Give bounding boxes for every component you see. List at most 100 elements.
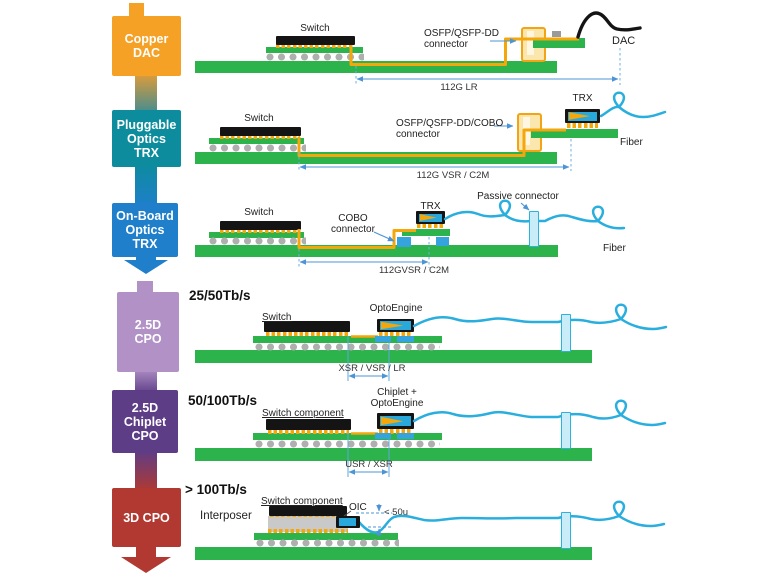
row5-switch-pins	[268, 429, 349, 434]
row2-trx-label: TRX	[572, 93, 593, 104]
row2-trx-pins	[567, 123, 598, 128]
row1-dac-plug-pcb	[533, 38, 585, 48]
row6-rate-label: > 100Tb/s	[185, 482, 247, 497]
row3-copper-trace	[297, 229, 416, 249]
flow-tab-top	[129, 3, 144, 19]
row5-engine-pad-right	[397, 433, 414, 439]
row1-switch-label: Switch	[300, 23, 330, 34]
row4-passive-connector	[561, 314, 571, 352]
row2-switch-pins	[220, 135, 300, 139]
row3-trx-pins	[417, 223, 444, 228]
row2-switch-substrate	[209, 138, 304, 144]
row6-oic-leader	[343, 510, 352, 517]
row2-link-label: 112G VSR / C2M	[416, 170, 490, 181]
row3-cobo-leader	[373, 231, 395, 242]
row2-bga-balls	[209, 144, 306, 152]
row3-switch-label: Switch	[244, 207, 274, 218]
flow-band-3	[135, 368, 157, 394]
row6-oic-module	[336, 516, 360, 528]
stage-copper-dac: Copper DAC	[112, 16, 181, 76]
row3-switch-pins	[220, 229, 300, 233]
stage-pluggable-optics-trx: Pluggable Optics TRX	[112, 110, 181, 167]
flow-arrow-blue-head	[124, 260, 168, 274]
row2-copper-trace	[297, 128, 566, 157]
row6-interposer-label: Interposer	[200, 510, 252, 522]
row4-switch-chip	[264, 321, 350, 332]
stage-copper-dac-label: Copper DAC	[124, 32, 169, 60]
flow-arrow-red-head	[121, 557, 171, 573]
stage-pluggable-label: Pluggable Optics TRX	[116, 117, 177, 160]
row3-passive-leader	[520, 202, 530, 211]
row3-passive-label: Passive connector	[477, 191, 559, 202]
row4-engine-pad-left	[375, 336, 391, 342]
row6-oic-die	[339, 518, 356, 526]
row4-switch-label: Switch	[262, 312, 292, 323]
row1-plug-component	[552, 31, 561, 37]
row1-bga-balls	[266, 53, 364, 61]
row2-trx-wedge	[569, 112, 590, 120]
row4-fiber	[412, 303, 668, 331]
row3-trx-module	[416, 211, 445, 224]
row3-trx-substrate	[402, 229, 450, 236]
row5-passive-connector	[561, 412, 571, 449]
flow-band-1	[135, 74, 157, 114]
row5-switch-label: Switch component	[262, 408, 344, 419]
row1-switch-chip	[276, 36, 355, 45]
row6-oic-label: OIC	[349, 502, 367, 513]
stage-onboard-optics-trx: On-Board Optics TRX	[112, 203, 178, 257]
row4-link-label: XSR / VSR / LR	[338, 363, 406, 374]
row1-switch-substrate	[266, 47, 363, 53]
stage-cpo-3d-label: 3D CPO	[123, 510, 170, 525]
row2-fiber	[599, 91, 667, 119]
row5-fiber	[412, 399, 667, 427]
row5-engine-pins	[379, 429, 412, 434]
row3-link-label: 112GVSR / C2M	[378, 265, 450, 276]
row5-rate-label: 50/100Tb/s	[188, 393, 258, 408]
row4-engine-pad-right	[397, 336, 414, 342]
row1-dac-label: DAC	[612, 35, 636, 47]
row4-engine-label: OptoEngine	[369, 303, 423, 314]
row5-link-label: USR / XSR	[345, 459, 393, 470]
stage-cpo-25d-chiplet: 2.5D Chiplet CPO	[112, 390, 178, 453]
row1-switch-pins	[276, 44, 354, 48]
flow-band-4	[135, 450, 157, 492]
row2-trx-die	[568, 111, 597, 121]
row3-main-board	[195, 245, 558, 257]
row5-switch-chip	[266, 419, 351, 430]
row4-optoengine-module	[377, 319, 414, 332]
row5-chiplet-module	[377, 413, 414, 429]
flow-arrow-red-shaft	[136, 545, 156, 558]
row3-fiber-label: Fiber	[603, 243, 626, 254]
row2-connector-label: OSFP/QSFP-DD/COBO connector	[396, 118, 504, 140]
row1-connector-label: OSFP/QSFP-DD connector	[424, 28, 500, 50]
row4-engine-pins	[379, 331, 412, 336]
flow-band-2	[135, 160, 157, 208]
row6-interposer-bottom-pads	[268, 529, 348, 533]
row4-optoengine-die	[380, 321, 411, 330]
row3-trx-die	[419, 213, 442, 222]
row1-dac-cable	[576, 11, 642, 39]
row6-bga-balls	[256, 539, 399, 547]
row6-switch-chip	[269, 506, 347, 516]
row6-substrate	[254, 533, 398, 540]
row2-switch-chip	[220, 127, 301, 136]
row3-module-support	[436, 237, 449, 246]
row2-fiber-label: Fiber	[620, 137, 643, 148]
row3-switch-substrate	[209, 232, 304, 238]
row5-engine-label: Chiplet + OptoEngine	[370, 387, 424, 409]
row5-main-board	[195, 448, 592, 461]
row3-cobo-label: COBO connector	[331, 213, 375, 235]
flow-tab-mid	[137, 281, 153, 294]
stage-onboard-label: On-Board Optics TRX	[116, 209, 174, 251]
row2-trx-module	[565, 109, 600, 123]
stage-chiplet-label: 2.5D Chiplet CPO	[123, 400, 167, 443]
row1-copper-trace	[349, 37, 579, 66]
stage-cpo-25d: 2.5D CPO	[117, 292, 179, 372]
stage-cpo-25d-label: 2.5D CPO	[134, 318, 162, 346]
row5-engine-pad-left	[375, 433, 391, 439]
row4-rate-label: 25/50Tb/s	[189, 288, 251, 303]
row1-osfp-connector-slot	[527, 31, 534, 55]
row6-main-board	[195, 547, 592, 560]
